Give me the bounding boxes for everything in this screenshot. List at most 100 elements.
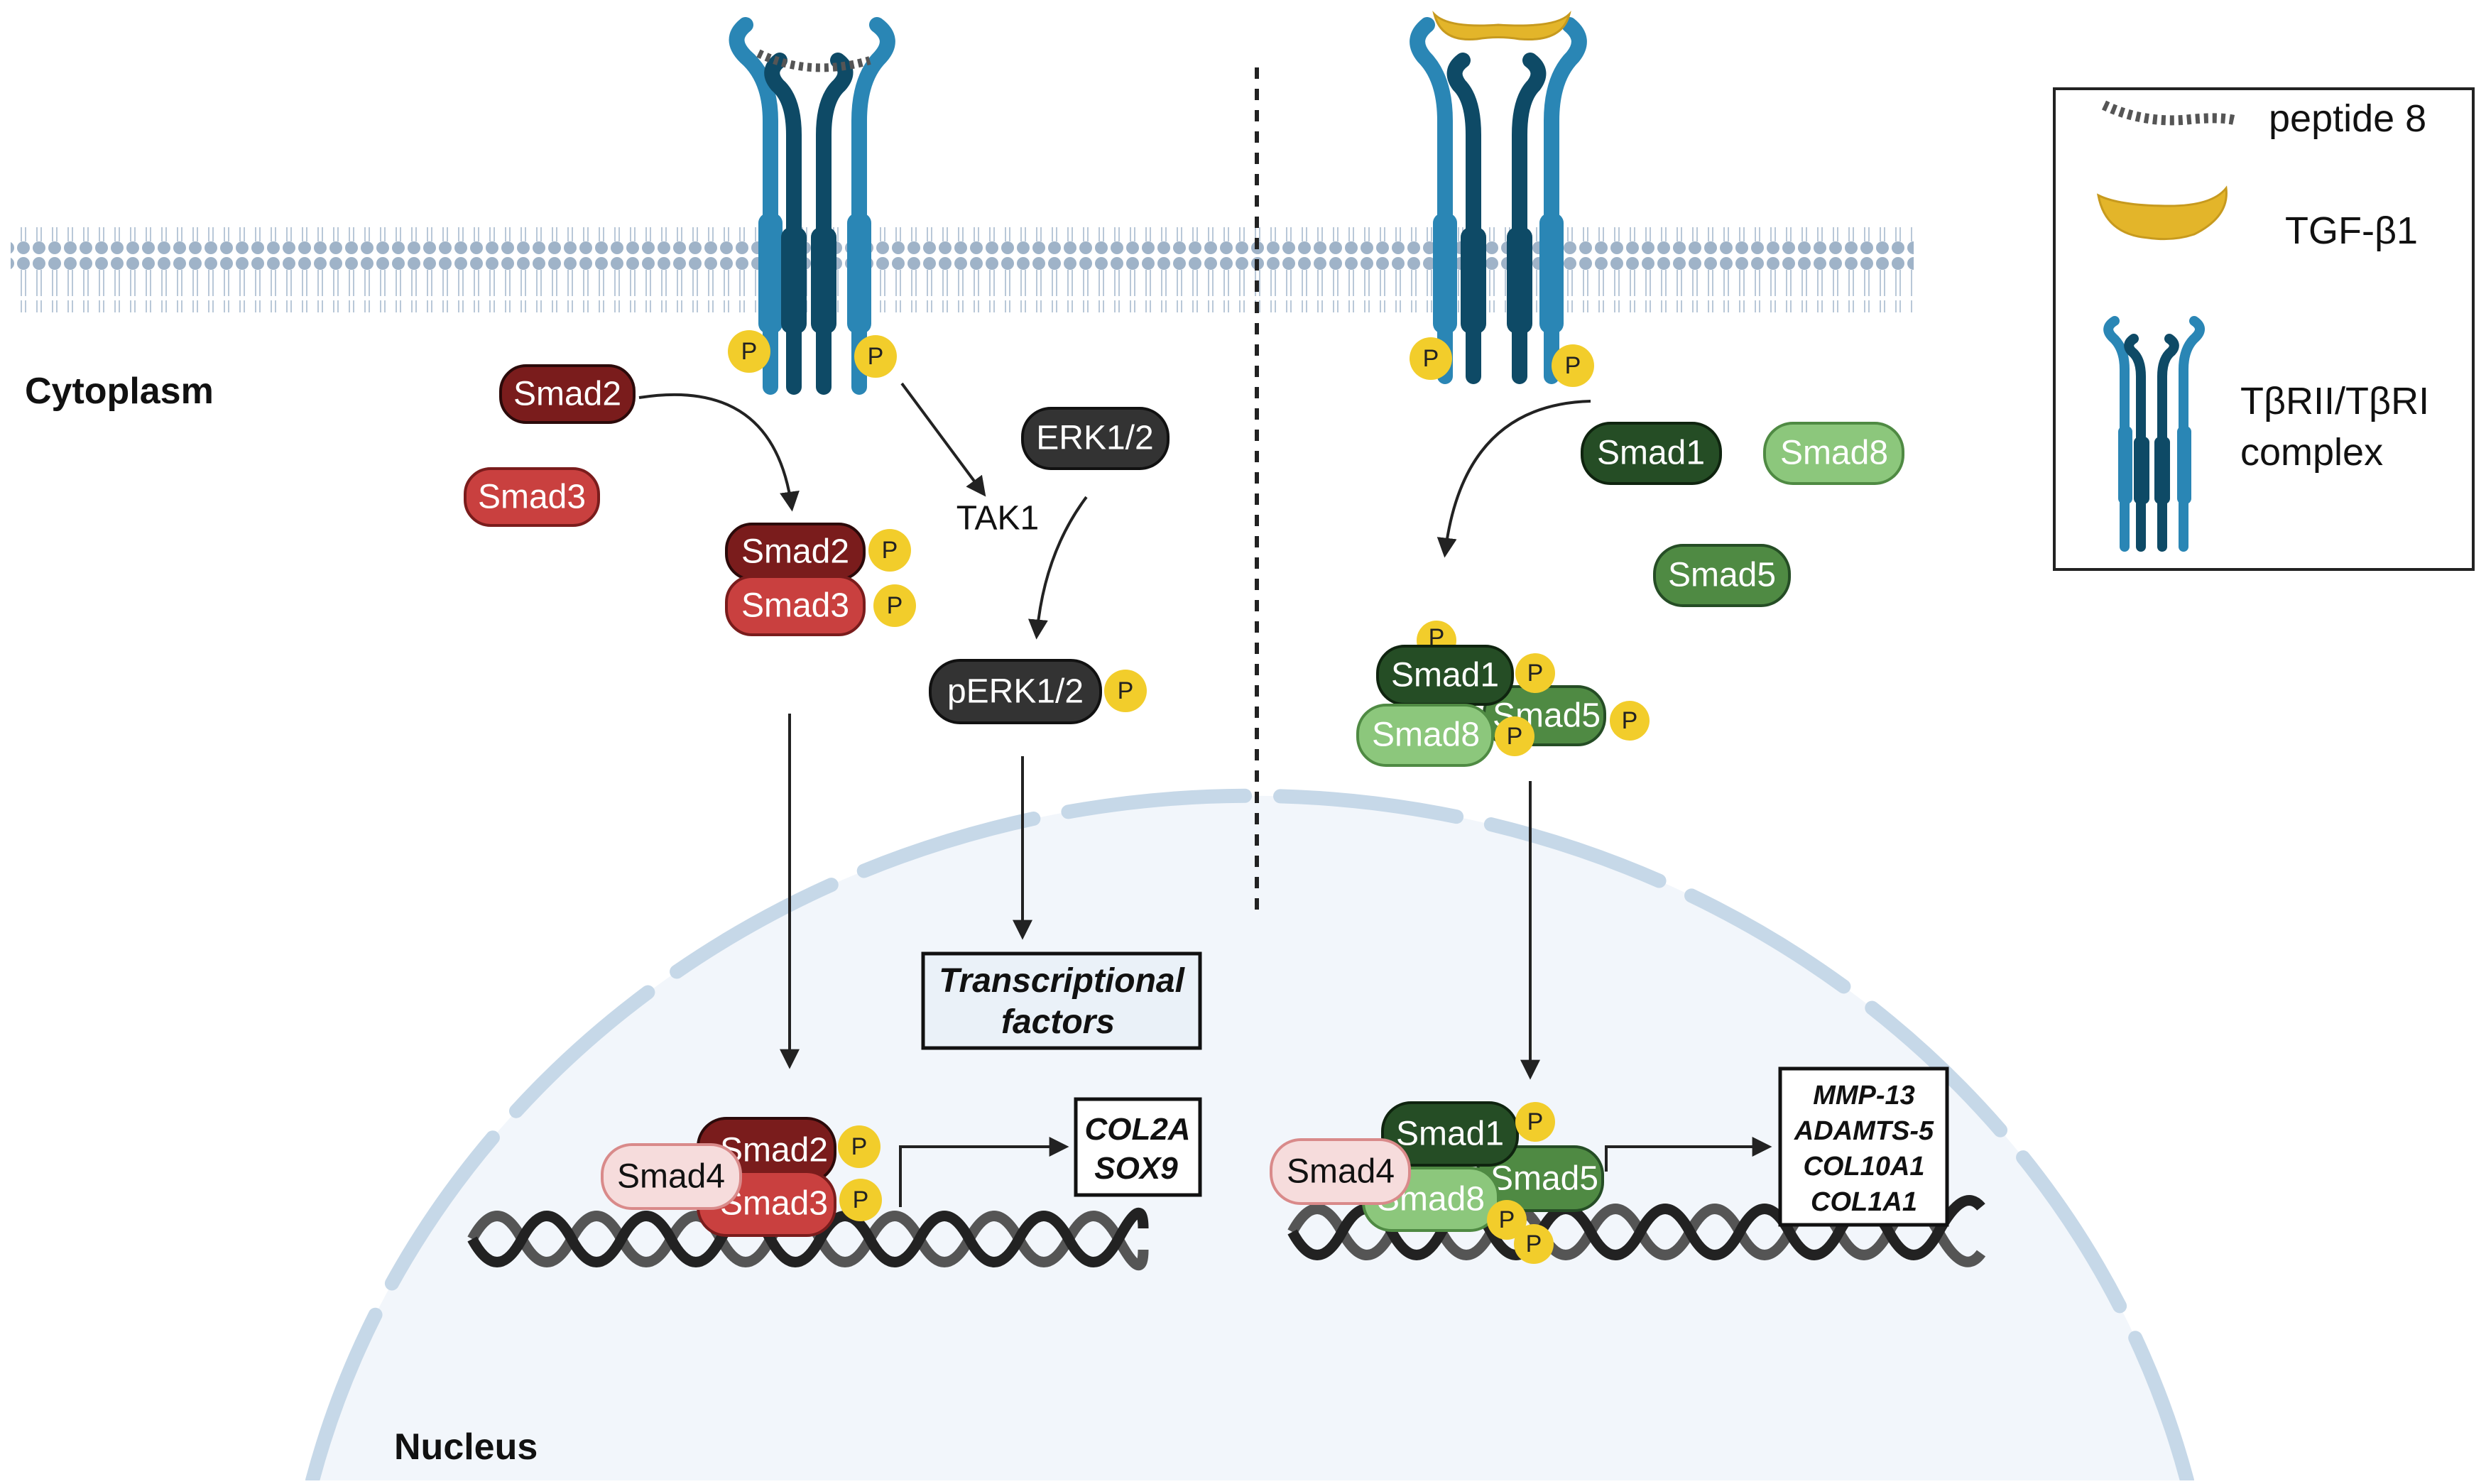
perk-label: pERK1/2 — [947, 673, 1084, 711]
phospho-label: P — [1527, 1108, 1544, 1135]
smad1-label: Smad1 — [1597, 435, 1705, 472]
phospho-label: P — [851, 1133, 868, 1160]
peptide-8-icon — [2102, 100, 2239, 126]
erk-label: ERK1/2 — [1036, 420, 1153, 457]
phospho-label: P — [1499, 1206, 1515, 1233]
tak1-label: TAK1 — [956, 500, 1039, 538]
smad1-free — [1581, 422, 1722, 485]
right-cytoplasm: Smad1 Smad8 Smad5 P Smad5 Smad1 Smad8 P … — [1356, 400, 1904, 1080]
smad3-phospho — [725, 575, 866, 636]
smad8-free — [1763, 422, 1904, 485]
phospho-label: P — [887, 592, 903, 619]
left-genes-box — [1074, 1097, 1202, 1197]
nucleus-label: Nucleus — [394, 1426, 538, 1468]
nuc-smad1 — [1381, 1101, 1519, 1167]
phospho-mark — [1610, 701, 1650, 741]
phospho-mark — [1487, 1200, 1527, 1240]
nuc-smad4-label: Smad4 — [617, 1158, 725, 1196]
phospho-label: P — [741, 338, 758, 365]
cytoplasm-label: Cytoplasm — [25, 371, 214, 412]
phospho-label: P — [1565, 352, 1581, 379]
transcriptional-factors-box — [921, 951, 1202, 1050]
nuc-smad4-right — [1270, 1138, 1411, 1205]
gene-col1a1: COL1A1 — [1811, 1187, 1917, 1217]
cell-membrane — [11, 227, 1914, 312]
phospho-mark — [1552, 344, 1594, 387]
cx-smad1-label: Smad1 — [1391, 657, 1499, 694]
nucleus-interior — [312, 795, 2187, 1480]
phospho-mark — [1104, 670, 1147, 712]
legend-tgf-label: TGF-β1 — [2285, 209, 2418, 252]
nuc-smad4 — [601, 1143, 742, 1210]
nuc-smad4-right-label: Smad4 — [1287, 1153, 1395, 1191]
phospho-label: P — [1526, 1231, 1542, 1257]
smad5-label: Smad5 — [1668, 557, 1776, 594]
legend-peptide-label: peptide 8 — [2269, 97, 2426, 140]
phospho-label: P — [853, 1186, 869, 1213]
phospho-mark — [1515, 653, 1555, 693]
phospho-label: P — [1622, 707, 1638, 734]
phospho-label: P — [882, 537, 898, 564]
receptor-right — [1410, 11, 1587, 384]
phospho-label: P — [1429, 624, 1445, 651]
nuc-smad5-label: Smad5 — [1490, 1160, 1598, 1198]
left-cytoplasm: Smad2 Smad3 Smad2 P Smad3 P ERK1/2 TAK1 … — [464, 364, 1202, 1069]
right-genes-box — [1778, 1066, 1949, 1227]
legend: peptide 8 TGF-β1 TβRII/TβRI complex — [2053, 87, 2475, 571]
phospho-mark — [873, 584, 916, 627]
gene-col2a: COL2A — [1084, 1112, 1190, 1147]
smad2-free — [499, 364, 636, 424]
phospho-mark — [854, 335, 897, 378]
tf-line2: factors — [1001, 1003, 1115, 1041]
arrow-erk-to-perk — [1027, 496, 1088, 640]
arrow-receptor-to-smad23 — [638, 393, 800, 512]
cx-smad8 — [1356, 704, 1494, 767]
smad3-label: Smad3 — [478, 479, 586, 516]
phospho-mark — [839, 1179, 882, 1221]
phospho-label: P — [868, 343, 884, 370]
perk12 — [929, 659, 1102, 724]
gene-mmp13: MMP-13 — [1813, 1081, 1915, 1111]
phospho-label: P — [1507, 723, 1523, 750]
receptor-icon — [2103, 316, 2205, 552]
cx-smad8-label: Smad8 — [1372, 716, 1480, 754]
tgf-beta1-ligand — [1432, 11, 1571, 41]
arrow-receptor-to-bmp-smads — [1436, 400, 1591, 558]
arrow-to-left-genes — [899, 1137, 1069, 1207]
phospho-mark — [728, 330, 770, 373]
dna-left — [467, 1207, 1149, 1271]
nuclear-envelope — [305, 788, 2194, 1484]
smad8-label: Smad8 — [1780, 435, 1888, 472]
phospho-label: P — [1527, 660, 1544, 687]
arrow-to-right-genes — [1605, 1137, 1772, 1172]
legend-receptor-line2: complex — [2240, 431, 2383, 474]
phospho-mark — [868, 529, 911, 572]
erk12 — [1021, 407, 1170, 470]
tgf-beta1-icon — [2096, 185, 2228, 241]
receptor-left — [729, 17, 895, 395]
receptor-phospho-marks: P P P P — [728, 330, 1594, 387]
smad5-free — [1653, 544, 1791, 607]
left-nucleus: Smad2 Smad3 Smad4 P P COL2A SOX9 — [467, 1097, 1202, 1271]
smad2-p-label: Smad2 — [741, 533, 849, 571]
legend-box — [2053, 87, 2475, 571]
gene-col10a1: COL10A1 — [1803, 1152, 1924, 1182]
phospho-mark — [1515, 1102, 1555, 1142]
arrow-receptor-to-tak1 — [900, 382, 986, 497]
phospho-label: P — [1118, 677, 1134, 704]
phospho-mark — [1514, 1224, 1554, 1264]
smad2-label: Smad2 — [513, 376, 621, 413]
legend-receptor-line1: TβRII/TβRI — [2240, 380, 2429, 422]
nuc-smad1-label: Smad1 — [1396, 1115, 1504, 1153]
phospho-mark — [838, 1125, 881, 1168]
tf-line1: Transcriptional — [939, 962, 1186, 1000]
gene-adamts5: ADAMTS-5 — [1794, 1116, 1934, 1146]
phospho-mark — [1495, 716, 1534, 756]
nucleus: Nucleus — [305, 788, 2194, 1484]
right-nucleus: Smad5 Smad1 Smad8 Smad4 P P P MMP-13 ADA… — [1270, 1066, 1986, 1267]
phospho-label: P — [1423, 345, 1439, 372]
phospho-mark — [1410, 337, 1452, 380]
smad3-free — [464, 467, 600, 527]
